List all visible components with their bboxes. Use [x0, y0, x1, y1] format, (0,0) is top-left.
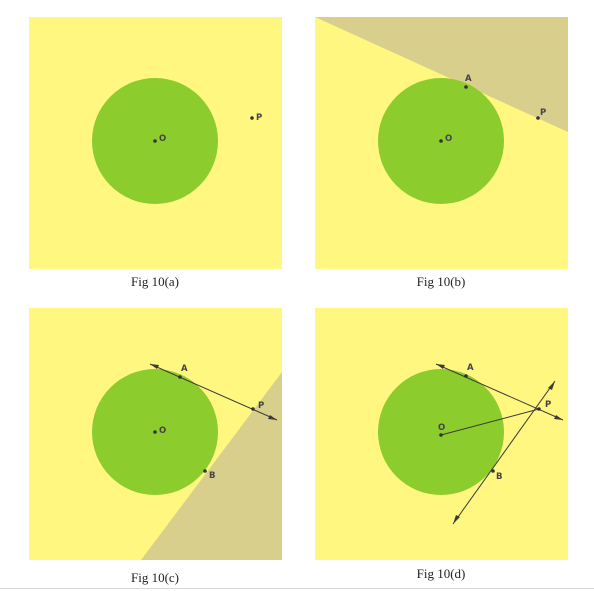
figure-c-tangent-line-pa — [149, 363, 278, 421]
figure-b-point-p — [536, 116, 540, 120]
figure-a-label-o: O — [159, 134, 166, 144]
figure-d-tangent-line-pa — [435, 363, 564, 421]
figure-a-canvas: O P — [29, 17, 282, 269]
figure-a: O P — [29, 17, 282, 269]
figure-b-caption: Fig 10(b) — [416, 274, 466, 289]
figure-b-label-p: P — [540, 108, 546, 118]
figure-c-point-a — [178, 375, 182, 379]
figure-c-label-b: B — [209, 471, 215, 481]
figure-b-shaded-region — [315, 17, 568, 132]
figure-d-point-p — [537, 407, 541, 411]
figure-b: O A P — [315, 17, 568, 269]
figure-c-caption: Fig 10(c) — [130, 570, 180, 585]
figure-d-label-o: O — [438, 423, 445, 433]
figure-d-label-b: B — [496, 472, 502, 482]
figure-d-arrowhead-top-end — [548, 381, 555, 390]
figure-c-label-o: O — [159, 426, 166, 436]
figure-c-point-p — [251, 407, 255, 411]
figure-b-label-a: A — [465, 74, 472, 84]
figure-d-segment-op — [440, 408, 540, 436]
figure-c-label-a: A — [181, 364, 188, 374]
figure-d-arrowhead-bottom-end — [453, 515, 460, 524]
figure-c-arrowhead-a-end — [150, 364, 159, 369]
figure-c-point-o — [153, 430, 157, 434]
figure-b-point-o — [439, 139, 443, 143]
figure-a-label-p: P — [256, 113, 262, 123]
figure-a-point-p — [250, 116, 254, 120]
figure-d-label-a: A — [467, 363, 474, 373]
figure-c-shaded-region — [141, 372, 282, 560]
figure-d-point-a — [464, 374, 468, 378]
figure-b-canvas: O A P — [315, 17, 568, 269]
figure-c-arrowhead-p-end — [268, 415, 277, 420]
figure-b-label-o: O — [445, 134, 452, 144]
figure-d-tangent-line-pb — [452, 380, 556, 525]
figure-d-arrowhead-p-end — [554, 415, 563, 420]
figure-c-canvas: O A P B — [29, 308, 282, 560]
figure-b-point-a — [464, 85, 468, 89]
figure-d-label-p: P — [545, 400, 551, 410]
figure-a-point-o — [153, 139, 157, 143]
figure-c: O A P B — [29, 308, 282, 560]
figure-d-canvas: O A P B — [315, 308, 568, 560]
figure-c-point-b — [203, 469, 207, 473]
bottom-divider — [0, 588, 594, 589]
figure-a-caption: Fig 10(a) — [130, 274, 180, 289]
figure-d-point-o — [439, 433, 443, 437]
figure-d-caption: Fig 10(d) — [416, 566, 466, 581]
figure-d: O A P B — [315, 308, 568, 560]
figure-d-arrowhead-a-end — [436, 364, 445, 369]
figure-d-circle — [378, 369, 504, 495]
figure-c-label-p: P — [258, 401, 264, 411]
figure-d-point-b — [491, 469, 495, 473]
